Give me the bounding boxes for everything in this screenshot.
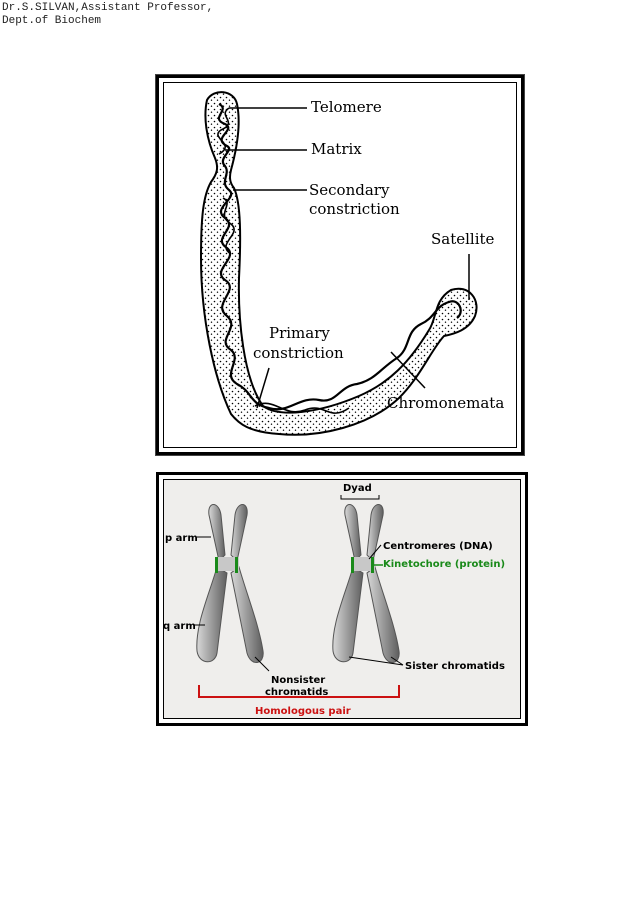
sister-leader-b [390,656,404,666]
nonsister-label-2: chromatids [265,687,328,698]
centromeres-label: Centromeres (DNA) [383,541,493,552]
q-arm-label: q arm [163,621,196,632]
primary-label-2: constriction [253,344,344,362]
chromonemata-leader [390,351,426,389]
dyad-label: Dyad [343,483,372,494]
kinetochore-left-a [215,557,218,573]
kinetochore-right-a [351,557,354,573]
nonsister-label-1: Nonsister [271,675,325,686]
homologous-pair-drawing: Dyad p arm q arm Centromeres (DNA) Kinet… [163,483,505,717]
chromonemata-thread [217,103,462,411]
homologous-bracket [198,685,400,698]
chromosome-structure-drawing: Telomere Matrix Secondary constriction S… [199,91,504,436]
primary-label-1: Primary [269,324,330,342]
sister-leader-a [348,656,404,666]
matrix-label: Matrix [311,140,362,158]
satellite-label: Satellite [431,230,495,248]
department-line: Dept.of Biochem [2,15,102,27]
p-arm-label: p arm [165,533,198,544]
chromonemata-label: Chromonemata [387,394,504,412]
homologous-pair-figure: Dyad p arm q arm Centromeres (DNA) Kinet… [156,472,528,726]
sister-chromatids-label: Sister chromatids [405,661,505,672]
nonsister-leader [254,656,270,672]
kinetochore-label: Kinetochore (protein) [383,559,505,570]
secondary-label-1: Secondary [309,181,390,199]
figure-inner-border [163,82,517,448]
primary-constriction-leader [256,367,270,409]
author-header: Dr.S.SILVAN,Assistant Professor, Dept.of… [2,2,213,28]
homologous-label: Homologous pair [255,706,351,717]
secondary-label-2: constriction [309,200,400,218]
kinetochore-left-b [235,557,238,573]
chromosome-left [196,504,264,663]
kinetochore-right-b [371,557,374,573]
dyad-bracket [340,495,380,500]
author-line: Dr.S.SILVAN,Assistant Professor, [2,2,214,14]
chromonemata-thread-2 [217,107,350,414]
telomere-label: Telomere [311,98,382,116]
chromosome-right [332,504,400,663]
centromeres-leader [368,544,382,560]
chromosome-structure-figure: Telomere Matrix Secondary constriction S… [156,75,524,455]
